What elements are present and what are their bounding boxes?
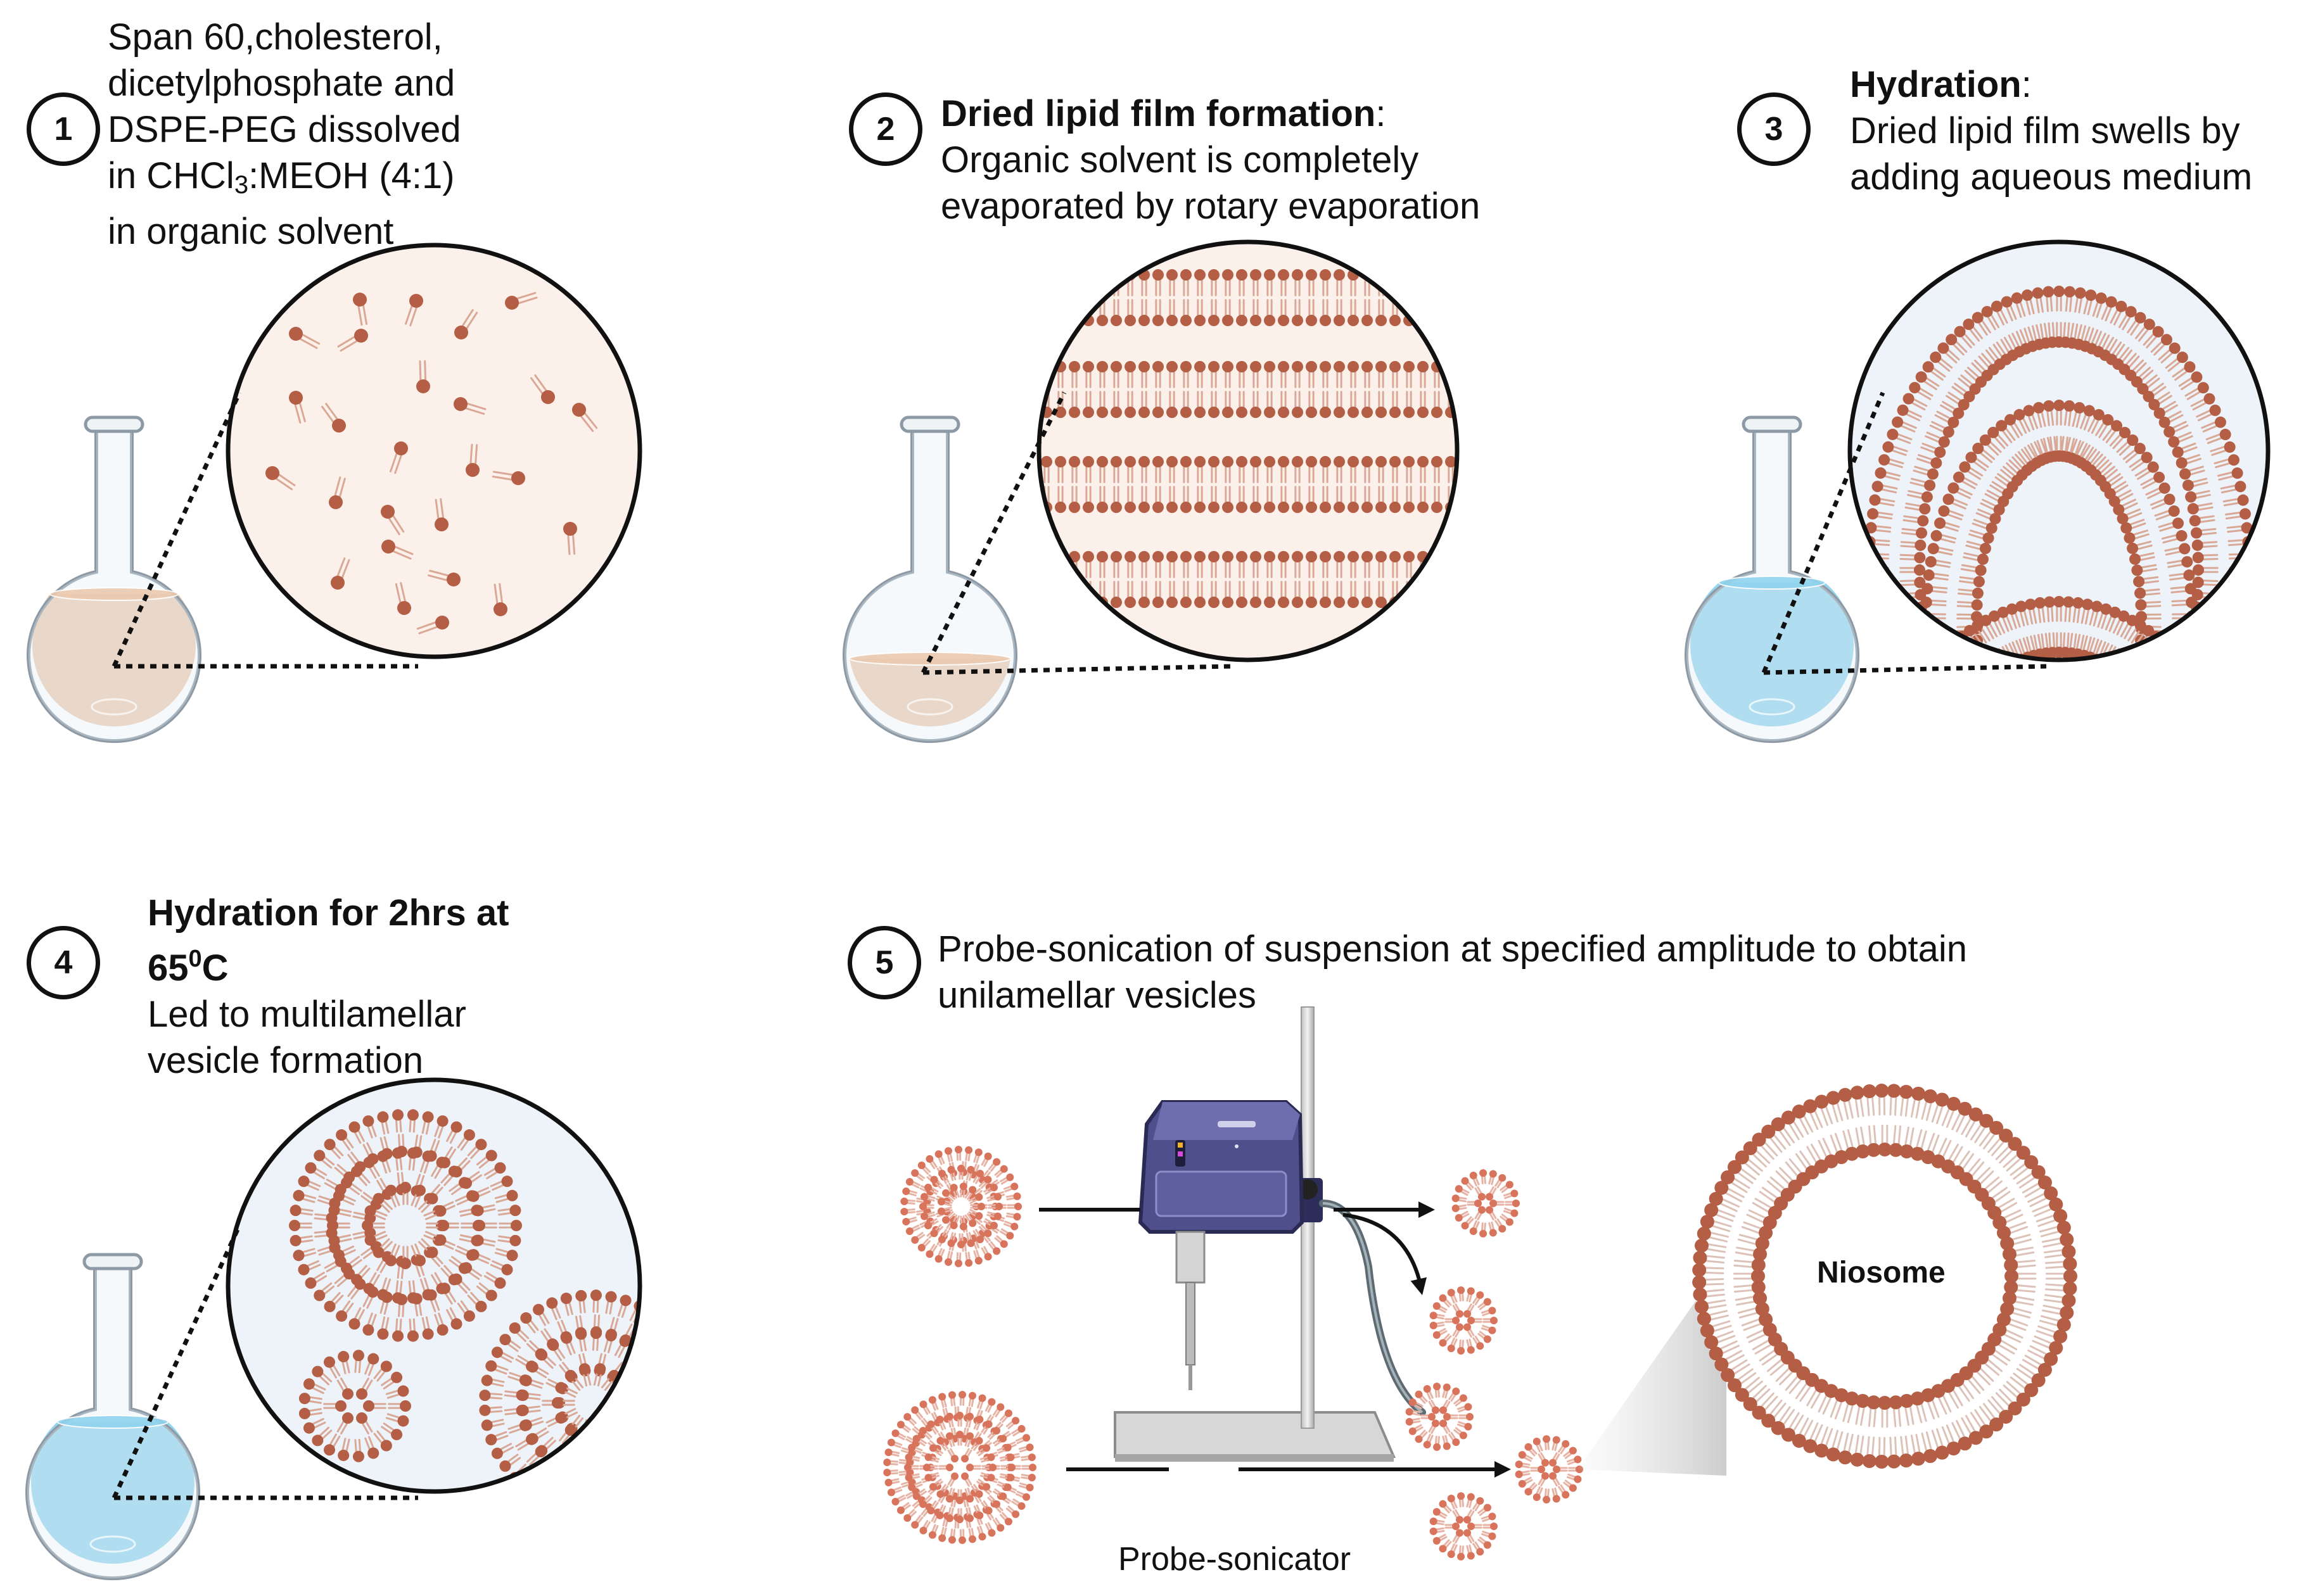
instrument-label: Probe-sonicator [1118,1541,1351,1578]
step-5-text: Probe-sonication of suspension at specif… [938,926,1967,1018]
flask-icon [843,415,1017,744]
step-4-title: Hydration for 2hrs at [148,892,509,934]
vesicle-icon [883,1146,1583,1561]
zoom-circle-dispersed-lipids [226,243,642,659]
niosome-label: Niosome [1817,1256,1946,1289]
step-5-line: Probe-sonication of suspension at specif… [938,928,1968,970]
step-4-line: Led to multilamellar [148,994,466,1035]
flask-icon [27,415,201,744]
step-1-line: Span 60,cholesterol, [108,16,443,58]
arrow-icon [1039,1201,1511,1478]
step-badge-2: 2 [849,92,922,166]
zoom-connector-lines [112,391,2047,1500]
step-4-line: vesicle formation [148,1040,424,1081]
step-3-text: Hydration: Dried lipid film swells by ad… [1850,61,2252,200]
step-2-line: evaporated by rotary evaporation [941,186,1481,227]
step-4-text: Hydration for 2hrs at 650C Led to multil… [148,890,509,1084]
zoom-circle-multilamellar-vesicles [226,1077,642,1494]
step-4-temperature: 650C [148,946,229,989]
step-3-line: Dried lipid film swells by [1850,110,2240,151]
niosome-vesicle [1577,1084,2077,1476]
step-1-text: Span 60,cholesterol, dicetylphosphate an… [108,14,461,255]
step-3-line: adding aqueous medium [1850,156,2253,198]
step-3-title: Hydration: [1850,64,2032,105]
step-5-line: unilamellar vesicles [938,975,1256,1016]
step-1-line: dicetylphosphate and [108,63,456,104]
step-1-solvent-line: in CHCl3:MEOH (4:1) [108,155,455,199]
step-badge-4: 4 [27,926,100,999]
step-2-line: Organic solvent is completely [941,139,1419,180]
step-badge-5: 5 [848,926,921,999]
zoom-circle-lipid-film [1036,239,1460,662]
step-2-title: Dried lipid film formation: [941,93,1386,134]
step-badge-1: 1 [27,92,100,166]
flask-icon [1685,415,1859,744]
flask-icon [25,1253,200,1581]
step-1-line: in organic solvent [108,211,394,252]
zoom-circle-swollen-bilayers [1847,239,2271,662]
step-2-text: Dried lipid film formation: Organic solv… [941,91,1480,229]
probe-sonicator-icon [1114,1006,1426,1462]
step-badge-3: 3 [1737,92,1811,166]
step-1-line: DSPE-PEG dissolved [108,109,461,150]
